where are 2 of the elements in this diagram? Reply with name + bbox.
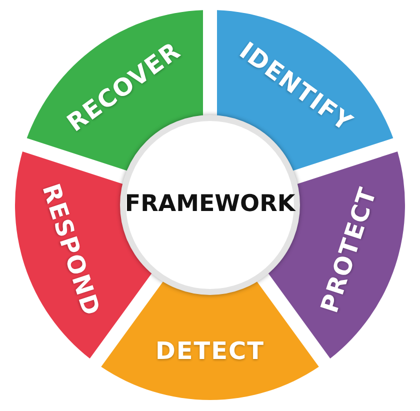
segment-label: DETECT: [155, 338, 265, 364]
center-label: FRAMEWORK: [124, 192, 296, 218]
